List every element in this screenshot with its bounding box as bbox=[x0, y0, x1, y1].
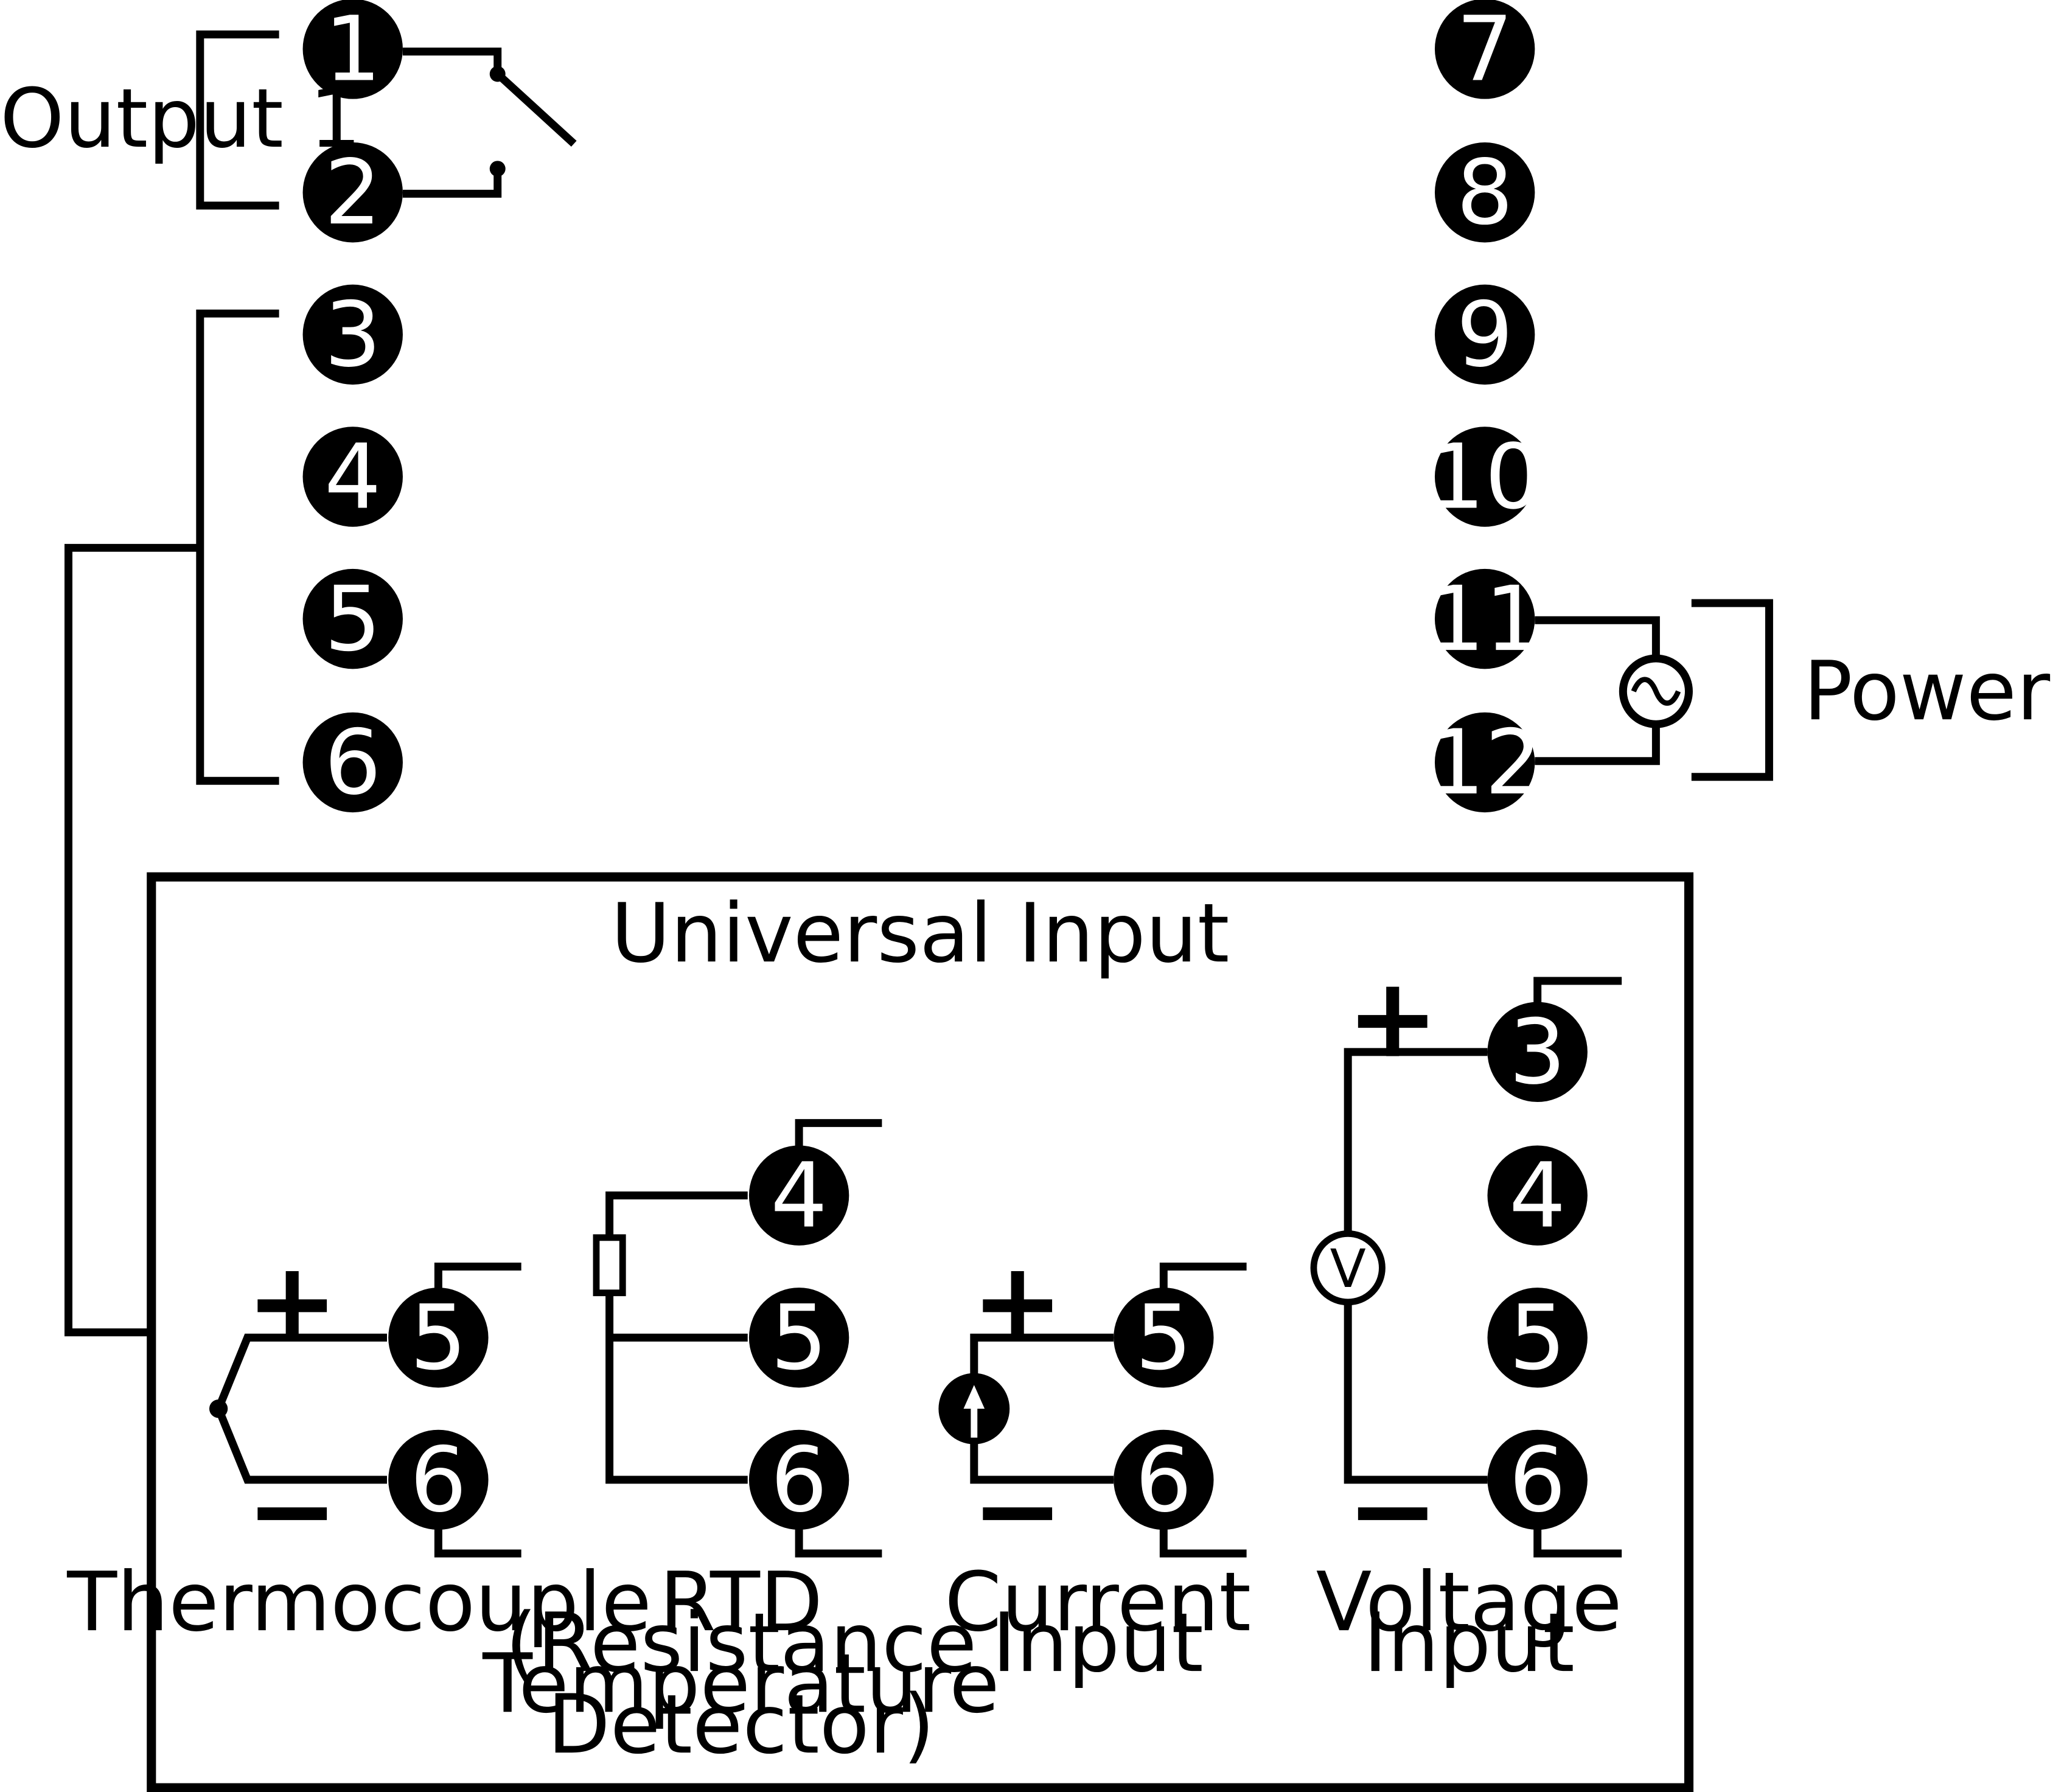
terminal-8: 8 bbox=[1434, 140, 1535, 245]
input-link-wire bbox=[64, 543, 200, 1337]
svg-text:4: 4 bbox=[770, 1143, 828, 1248]
relay-contact-top bbox=[489, 66, 506, 82]
tc-plus-sign: + bbox=[246, 1238, 338, 1367]
svg-text:9: 9 bbox=[1456, 282, 1513, 387]
power-wire-12 bbox=[1535, 724, 1660, 765]
svg-text:6: 6 bbox=[1135, 1428, 1193, 1532]
rtd-wire-6 bbox=[605, 1292, 748, 1484]
svg-text:3: 3 bbox=[324, 282, 382, 387]
rtd-label-line-4: Detector) bbox=[548, 1677, 935, 1772]
svg-text:4: 4 bbox=[1509, 1143, 1566, 1248]
svg-text:5: 5 bbox=[410, 1285, 467, 1390]
voltage-wire-3 bbox=[1344, 1048, 1488, 1234]
relay-switch-arm bbox=[495, 71, 577, 147]
svg-text:6: 6 bbox=[770, 1428, 828, 1532]
current-terminal-6: 6 bbox=[1114, 1428, 1214, 1532]
terminal-11: 11 bbox=[1428, 567, 1542, 671]
ac-wave-icon bbox=[1631, 677, 1681, 706]
terminal-7: 7 bbox=[1434, 0, 1535, 101]
svg-text:12: 12 bbox=[1428, 710, 1542, 815]
thermocouple-label: Thermocouple bbox=[66, 1555, 652, 1650]
rtd-label-line-3: Temperature bbox=[482, 1636, 1000, 1731]
svg-text:2: 2 bbox=[324, 140, 382, 245]
power-supply-label: Power Supply bbox=[1804, 644, 2064, 739]
voltmeter-icon bbox=[1310, 1230, 1386, 1306]
current-input-label-line-1: Current bbox=[944, 1555, 1251, 1650]
svg-text:3: 3 bbox=[1509, 1000, 1566, 1104]
current-arrow-head bbox=[963, 1385, 985, 1409]
svg-text:6: 6 bbox=[324, 710, 382, 815]
current-minus-sign: − bbox=[971, 1446, 1064, 1575]
relay-contact-bottom bbox=[489, 161, 506, 177]
rtd-terminal-5: 5 bbox=[748, 1285, 849, 1390]
terminal-4: 4 bbox=[302, 425, 403, 529]
voltage-terminal-4: 4 bbox=[1487, 1143, 1588, 1248]
svg-text:5: 5 bbox=[1135, 1285, 1193, 1390]
input-bracket bbox=[196, 309, 279, 785]
voltage-input-label-line-2: Input bbox=[1364, 1595, 1575, 1690]
universal-input-title: Universal Input bbox=[611, 886, 1230, 981]
rtd-label-line-2: (Resistance bbox=[505, 1595, 977, 1690]
tc-minus-sign: − bbox=[246, 1446, 338, 1575]
universal-input-frame bbox=[147, 872, 1694, 1792]
svg-text:6: 6 bbox=[1509, 1428, 1566, 1532]
voltage-terminal-5: 5 bbox=[1487, 1285, 1588, 1390]
voltage-wire-6 bbox=[1344, 1302, 1488, 1484]
svg-text:1: 1 bbox=[324, 0, 382, 101]
tc-terminal-6: 6 bbox=[388, 1428, 489, 1532]
tc-junction-dot bbox=[209, 1399, 228, 1418]
voltage-plus-sign: + bbox=[1347, 954, 1439, 1083]
tc-terminal-5: 5 bbox=[388, 1285, 489, 1390]
rtd-terminal-4: 4 bbox=[748, 1143, 849, 1248]
rtd-wire-4 bbox=[605, 1191, 748, 1238]
svg-text:4: 4 bbox=[324, 425, 382, 529]
terminal-1: 1 bbox=[302, 0, 403, 101]
terminal-6: 6 bbox=[302, 710, 403, 815]
voltage-terminal-3: 3 bbox=[1487, 1000, 1588, 1104]
terminal-3: 3 bbox=[302, 282, 403, 387]
relay-wire-1 bbox=[402, 47, 502, 74]
svg-text:8: 8 bbox=[1456, 140, 1513, 245]
terminal-9: 9 bbox=[1434, 282, 1535, 387]
svg-text:5: 5 bbox=[1509, 1285, 1566, 1390]
rtd-terminal-6: 6 bbox=[748, 1428, 849, 1532]
rtd-label-line-1: RTD bbox=[660, 1555, 823, 1650]
output1-label: Output 1 bbox=[0, 71, 361, 166]
power-bracket bbox=[1691, 599, 1773, 781]
terminal-2: 2 bbox=[302, 140, 403, 245]
current-plus-sign: + bbox=[971, 1238, 1064, 1367]
power-wire-11 bbox=[1535, 616, 1660, 659]
svg-text:6: 6 bbox=[410, 1428, 467, 1532]
voltage-minus-sign: − bbox=[1347, 1446, 1439, 1575]
resistor-icon bbox=[593, 1234, 626, 1297]
terminal-12: 12 bbox=[1428, 710, 1542, 815]
voltage-terminal-6: 6 bbox=[1487, 1428, 1588, 1532]
output1-bracket bbox=[196, 30, 279, 210]
svg-text:7: 7 bbox=[1456, 0, 1513, 101]
relay-wire-2 bbox=[402, 169, 502, 198]
voltage-input-label-line-1: Voltage bbox=[1316, 1555, 1622, 1650]
current-input-label-line-2: Input bbox=[992, 1595, 1204, 1690]
voltmeter-symbol: V bbox=[1330, 1239, 1366, 1300]
terminal-10: 10 bbox=[1428, 425, 1542, 529]
current-terminal-5: 5 bbox=[1114, 1285, 1214, 1390]
svg-text:11: 11 bbox=[1428, 567, 1542, 671]
svg-text:5: 5 bbox=[770, 1285, 828, 1390]
svg-text:10: 10 bbox=[1428, 425, 1542, 529]
svg-text:5: 5 bbox=[324, 567, 382, 671]
terminal-5: 5 bbox=[302, 567, 403, 671]
